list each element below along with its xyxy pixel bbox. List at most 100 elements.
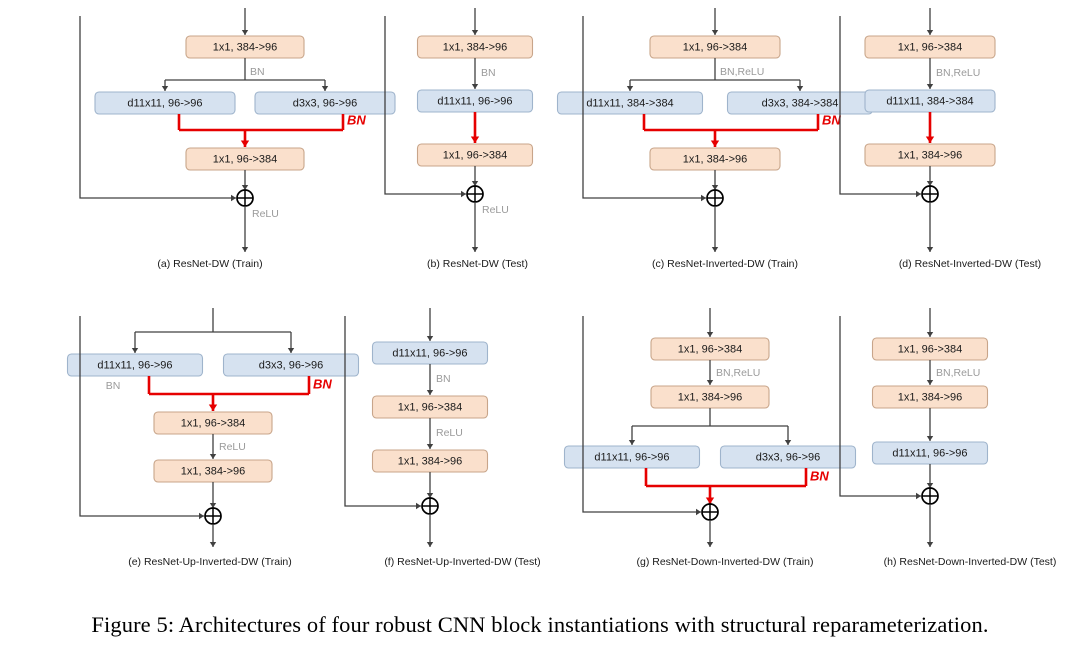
arrow-head [926,181,934,186]
arrow-head [426,336,434,341]
block-label: 1x1, 96->384 [683,41,748,53]
block-dwconv-d3x3-96-96: d3x3, 96->96 [222,353,360,377]
block-conv-1x1-384-96: 1x1, 384->96 [864,143,996,167]
block-conv-1x1-96-384: 1x1, 96->384 [864,35,996,59]
block-conv-1x1-384-96: 1x1, 384->96 [650,385,770,409]
arrow-head [231,194,236,202]
panel-h-caption: (h) ResNet-Down-Inverted-DW (Test) [883,556,1057,568]
block-dwconv-d11x11-96-96: d11x11, 96->96 [871,441,989,465]
branch-bn-label-gray: BN [106,380,121,392]
arrow-head [926,436,934,441]
op-label-op-bn-after-first: BN [481,67,496,79]
op-label-op-bn-after-dwconv: BN [436,373,451,385]
block-label: 1x1, 96->384 [213,153,278,165]
block-dwconv-d11x11-384-384: d11x11, 384->384 [864,89,996,113]
op-label-op-relu-between-convs: ReLU [436,427,463,439]
arrow-head [426,542,434,547]
block-dwconv-d11x11-96-96: d11x11, 96->96 [66,353,204,377]
block-label: 1x1, 384->96 [398,455,463,467]
arrow-head [287,348,295,353]
block-label: d11x11, 96->96 [97,359,172,371]
block-label: d3x3, 96->96 [756,451,821,463]
arrow-head [706,380,714,385]
add-circle-icon [236,189,254,207]
block-label: 1x1, 96->384 [443,149,508,161]
block-label: 1x1, 384->96 [213,41,278,53]
skip-connection [582,316,701,513]
arrow-head [926,483,934,488]
block-conv-1x1-96-384: 1x1, 96->384 [185,147,305,171]
arrow-head [926,380,934,385]
skip-connection [384,16,466,195]
add-circle-icon [466,185,484,203]
arrow-head [241,30,249,35]
arrow-head [209,542,217,547]
op-label-op-relu-after-add: ReLU [482,204,509,216]
branch-bn-label-red: BN [347,112,366,127]
block-label: 1x1, 96->384 [898,343,963,355]
arrow-head [696,508,701,516]
block-conv-1x1-384-96: 1x1, 384->96 [371,449,489,473]
arrow-head [208,404,218,411]
arrow-head [471,181,479,186]
panel-d-caption: (d) ResNet-Inverted-DW (Test) [898,258,1042,270]
skip-connection [79,16,236,199]
block-label: 1x1, 384->96 [678,391,743,403]
arrow-head [209,454,217,459]
add-circle-icon [921,185,939,203]
arrow-head [470,136,480,143]
block-label: d11x11, 384->384 [586,97,673,109]
block-label: 1x1, 96->384 [181,417,246,429]
block-conv-1x1-96-384: 1x1, 96->384 [649,35,781,59]
arrow-head [321,86,329,91]
add-circle-icon [204,507,222,525]
block-label: d11x11, 384->384 [886,95,973,107]
arrow-head [471,247,479,252]
block-conv-1x1-96-384: 1x1, 96->384 [416,143,534,167]
block-dwconv-d3x3-96-96: d3x3, 96->96 [254,91,396,115]
panel-a-caption: (a) ResNet-DW (Train) [157,258,263,270]
block-dwconv-d11x11-384-384: d11x11, 384->384 [556,91,704,115]
block-dwconv-d11x11-96-96: d11x11, 96->96 [563,445,701,469]
arrow-head [161,86,169,91]
arrow-head [784,440,792,445]
block-conv-1x1-384-96: 1x1, 384->96 [153,459,273,483]
block-label: d11x11, 96->96 [437,95,512,107]
arrow-head [926,84,934,89]
block-dwconv-d11x11-96-96: d11x11, 96->96 [94,91,236,115]
block-label: d3x3, 384->384 [762,97,839,109]
arrow-head [706,332,714,337]
block-dwconv-d11x11-96-96: d11x11, 96->96 [371,341,489,365]
op-label-op-bn-relu-between-convs: BN,ReLU [716,367,760,379]
skip-connection [344,316,421,507]
branch-bn-label-red: BN [810,468,829,483]
skip-connection [839,16,921,195]
op-label-op-bn-relu-between-convs: BN,ReLU [936,367,980,379]
op-label-op-relu-between-convs: ReLU [219,441,246,453]
arrow-head [426,444,434,449]
op-label-op-bn-relu-after-first: BN,ReLU [936,67,980,79]
block-label: 1x1, 384->96 [898,149,963,161]
arrow-head [711,247,719,252]
block-conv-1x1-384-96: 1x1, 384->96 [871,385,989,409]
block-label: 1x1, 96->384 [678,343,743,355]
arrow-head [916,492,921,500]
arrow-head [926,247,934,252]
skip-connection [839,316,921,497]
block-label: 1x1, 96->384 [898,41,963,53]
panel-g-caption: (g) ResNet-Down-Inverted-DW (Train) [636,556,814,568]
arrow-head [705,497,715,504]
arrow-head [241,185,249,190]
